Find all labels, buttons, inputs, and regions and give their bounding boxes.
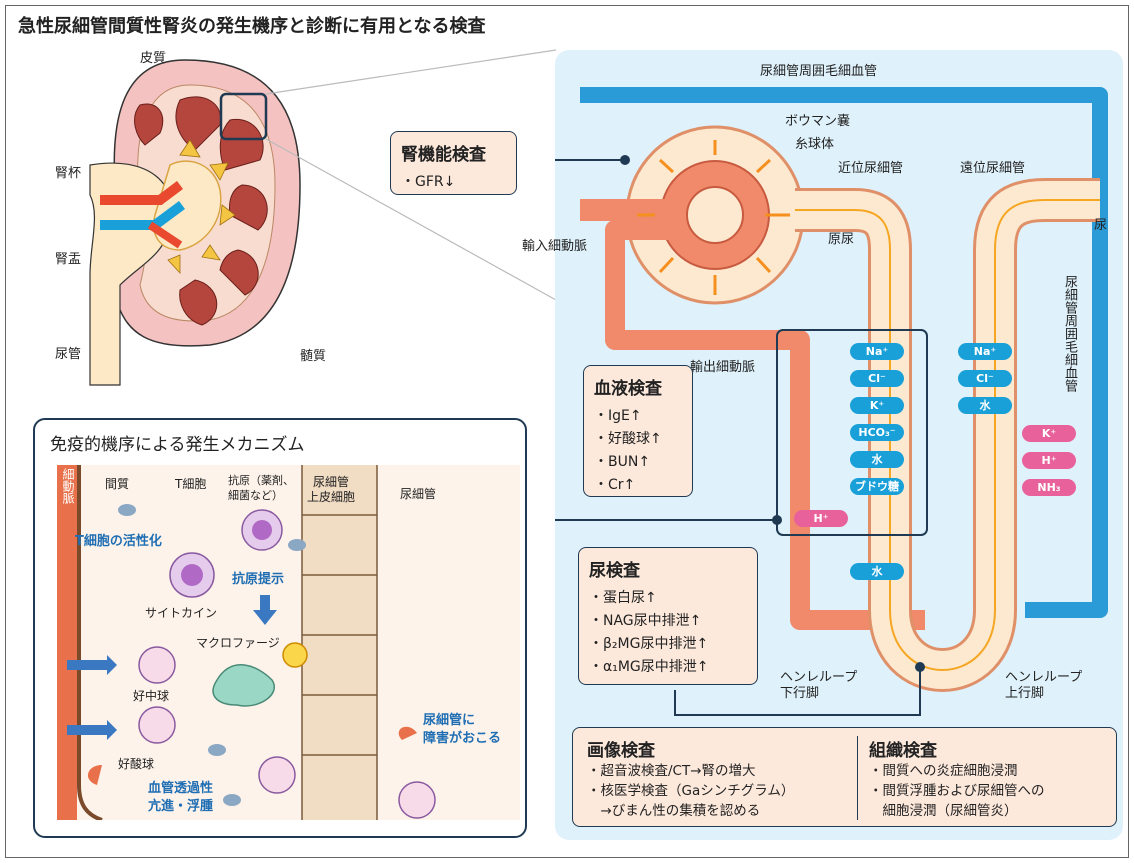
label-calyx: 腎杯 bbox=[55, 166, 82, 181]
urine-test-item: 蛋白尿↑ bbox=[589, 587, 747, 610]
blood-test-item: IgE↑ bbox=[594, 405, 682, 428]
label-presentation: 抗原提示 bbox=[232, 572, 285, 587]
label-ureter: 尿管 bbox=[55, 347, 82, 362]
ion-pill: Na⁺ bbox=[958, 343, 1012, 360]
label-activation: T細胞の活性化 bbox=[75, 534, 162, 549]
nephron-diagram bbox=[555, 87, 1108, 716]
immune-title: 免疫的機序による発生メカニズム bbox=[50, 435, 305, 455]
blood-test-box: 血液検査 IgE↑ 好酸球↑ BUN↑ Cr↑ bbox=[583, 365, 693, 497]
label-henle-asc: ヘンレループ 上行脚 bbox=[1005, 670, 1083, 701]
label-proximal: 近位尿細管 bbox=[838, 161, 904, 176]
ion-pill: Cl⁻ bbox=[850, 370, 904, 387]
histology-title: 組織検査 bbox=[869, 741, 937, 761]
label-arteriole: 細動脈 bbox=[61, 468, 75, 504]
label-eosinophil: 好酸球 bbox=[118, 757, 155, 771]
blood-test-item: Cr↑ bbox=[594, 474, 682, 497]
imaging-line: ・超音波検査/CT→腎の増大 bbox=[587, 763, 756, 779]
imaging-line: →びまん性の集積を認める bbox=[587, 803, 761, 819]
urine-test-title: 尿検査 bbox=[589, 561, 640, 581]
label-tcell: T細胞 bbox=[175, 477, 207, 491]
label-henle-desc: ヘンレループ 下行脚 bbox=[780, 670, 858, 701]
imaging-title: 画像検査 bbox=[587, 741, 655, 761]
label-antigen: 抗原（薬剤、 細菌など） bbox=[228, 474, 294, 502]
ion-pill: 水 bbox=[958, 397, 1012, 414]
label-interstitium: 間質 bbox=[105, 477, 130, 491]
imaging-line: ・核医学検査（Gaシンチグラム） bbox=[587, 783, 795, 799]
label-macrophage: マクロファージ bbox=[196, 636, 280, 650]
label-cytokine: サイトカイン bbox=[145, 606, 218, 620]
label-urine: 尿 bbox=[1094, 218, 1108, 233]
renal-test-title: 腎機能検査 bbox=[401, 145, 486, 165]
ion-pill: HCO₃⁻ bbox=[850, 424, 904, 441]
blood-test-title: 血液検査 bbox=[594, 379, 662, 399]
blood-test-item: 好酸球↑ bbox=[594, 428, 682, 451]
ion-pill: 水 bbox=[850, 451, 904, 468]
label-afferent: 輸入細動脈 bbox=[522, 239, 588, 254]
blood-test-item: BUN↑ bbox=[594, 451, 682, 474]
label-efferent: 輸出細動脈 bbox=[690, 360, 756, 375]
label-neutrophil: 好中球 bbox=[133, 689, 170, 703]
label-primary-urine: 原尿 bbox=[828, 232, 855, 247]
histology-line: 細胞浸潤（尿細管炎） bbox=[869, 803, 1018, 819]
histology-line: ・間質への炎症細胞浸潤 bbox=[869, 763, 1018, 779]
ion-pill-water: 水 bbox=[850, 563, 904, 580]
urine-test-item: β₂MG尿中排泄↑ bbox=[589, 633, 747, 656]
label-glomerulus: 糸球体 bbox=[795, 137, 835, 152]
kidney-illustration bbox=[89, 59, 301, 386]
label-epithelium: 尿細管 上皮細胞 bbox=[307, 475, 356, 504]
label-distal: 遠位尿細管 bbox=[960, 161, 1026, 176]
label-permeability: 血管透過性 亢進・浮腫 bbox=[148, 781, 214, 814]
bottom-divider bbox=[857, 736, 858, 820]
urine-test-item: NAG尿中排泄↑ bbox=[589, 610, 747, 633]
ion-pill: Cl⁻ bbox=[958, 370, 1012, 387]
urine-test-item: α₁MG尿中排泄↑ bbox=[589, 656, 747, 679]
label-peritubular-side: 尿細管周囲毛細血管 bbox=[1062, 275, 1077, 392]
ion-pill: K⁺ bbox=[850, 397, 904, 414]
figure-frame bbox=[5, 5, 1129, 858]
renal-test-item: GFR↓ bbox=[401, 171, 506, 194]
label-cortex: 皮質 bbox=[140, 51, 167, 66]
label-bowman: ボウマン嚢 bbox=[785, 114, 851, 129]
ion-pill: H⁺ bbox=[1022, 452, 1076, 469]
ion-pill: NH₃ bbox=[1022, 479, 1076, 496]
page-title: 急性尿細管間質性腎炎の発生機序と診断に有用となる検査 bbox=[18, 16, 486, 37]
histology-line: ・間質浮腫および尿細管への bbox=[869, 783, 1045, 799]
urine-test-box: 尿検査 蛋白尿↑ NAG尿中排泄↑ β₂MG尿中排泄↑ α₁MG尿中排泄↑ bbox=[578, 547, 758, 685]
ion-pill: ブドウ糖 bbox=[850, 478, 904, 495]
imaging-histology-box: 画像検査 ・超音波検査/CT→腎の増大 ・核医学検査（Gaシンチグラム） →びま… bbox=[572, 727, 1117, 827]
label-pelvis: 腎盂 bbox=[55, 252, 82, 267]
ion-pill: K⁺ bbox=[1022, 425, 1076, 442]
ion-pill: Na⁺ bbox=[850, 343, 904, 360]
ion-pill-h: H⁺ bbox=[794, 510, 848, 527]
label-tubule: 尿細管 bbox=[400, 487, 437, 501]
label-peritubular-top: 尿細管周囲毛細血管 bbox=[760, 64, 878, 79]
immune-illustration bbox=[57, 465, 520, 820]
label-damage: 尿細管に 障害がおこる bbox=[423, 713, 502, 746]
renal-test-box: 腎機能検査 GFR↓ bbox=[390, 131, 517, 195]
label-medulla: 髄質 bbox=[300, 349, 327, 364]
